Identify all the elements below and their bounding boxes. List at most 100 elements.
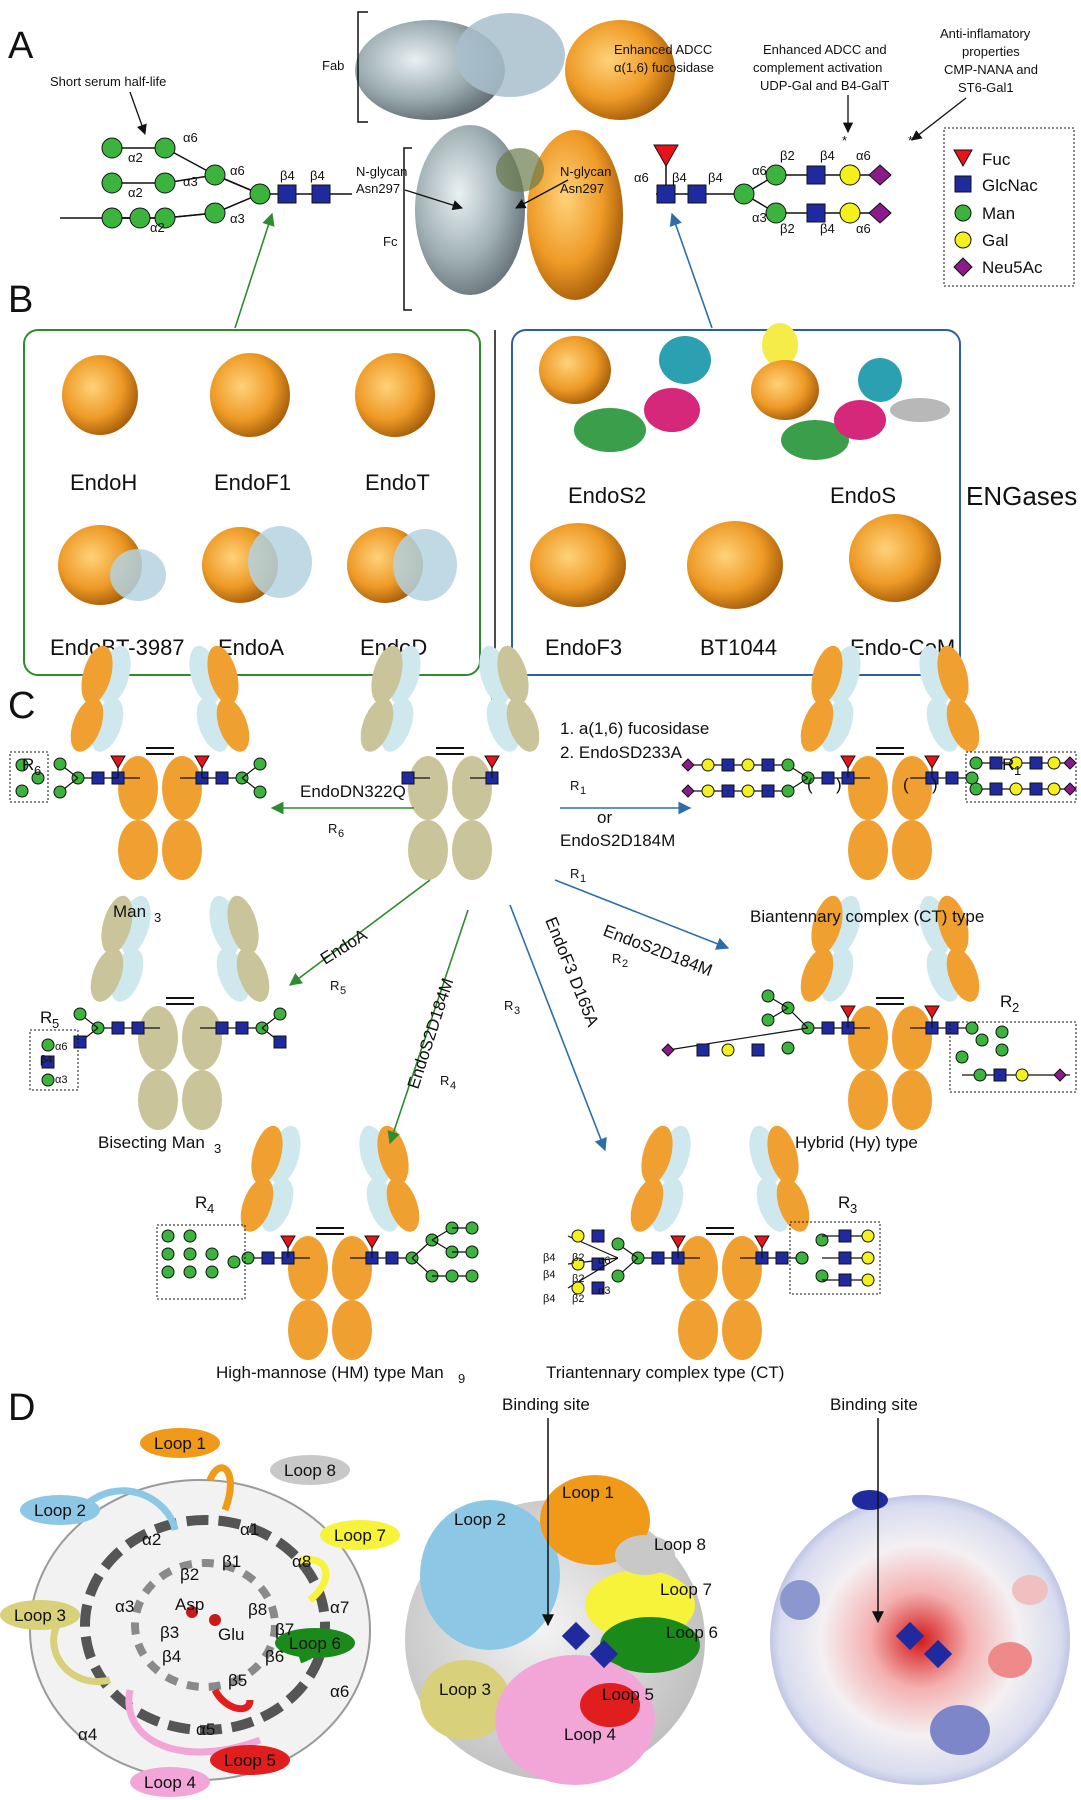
surface-loop-4: Loop 4	[564, 1725, 616, 1744]
enzyme-endof3: EndoF3	[545, 635, 622, 660]
step2-label: 2. EndoSD233A	[560, 743, 683, 762]
fucose-icon	[194, 755, 210, 769]
igg-structure	[355, 13, 675, 300]
right-b4-3: β4	[820, 148, 835, 163]
binding-site-2: Binding site	[830, 1395, 918, 1414]
panel-b: EndoH EndoF1 EndoT EndoBT-3987 EndoA End…	[23, 323, 1077, 707]
mannose-icon	[31, 771, 45, 785]
mannose-icon	[241, 1251, 255, 1265]
box-r3-sub: 3	[850, 1201, 857, 1216]
fucose-icon	[280, 1235, 296, 1249]
galactose-icon	[721, 1043, 735, 1057]
enzyme-endof1: EndoF1	[214, 470, 291, 495]
galactose-icon	[571, 1257, 585, 1271]
tri-b4-2: β4	[543, 1269, 555, 1281]
arrow-to-bisecting	[288, 879, 431, 986]
helix-a4: α4	[78, 1725, 97, 1744]
glcnac-icon	[751, 1043, 765, 1057]
fab-bracket	[357, 11, 368, 123]
paren-r-1: )	[836, 775, 842, 794]
anti-line2: properties	[962, 44, 1020, 59]
galactose-icon	[1047, 782, 1061, 796]
panel-c	[9, 645, 1077, 1360]
endoh-structure	[62, 355, 138, 435]
galactose-icon	[701, 758, 715, 772]
mannose-icon	[815, 1269, 829, 1283]
helix-a5: α5	[196, 1720, 215, 1739]
enzyme-endos2: EndoS2	[568, 483, 646, 508]
enzyme-endoh: EndoH	[70, 470, 137, 495]
helix-a1: α1	[240, 1520, 259, 1539]
mannose-icon	[965, 1021, 979, 1035]
panel-letter-a: A	[8, 25, 34, 67]
ribbon-structure	[29, 1464, 371, 1781]
mannose-icon	[781, 784, 795, 798]
step1-label: 1. a(1,6) fucosidase	[560, 719, 709, 738]
mannose-icon	[161, 1229, 175, 1243]
reagent-r6: R	[328, 821, 337, 836]
box-r5-sub: 5	[52, 1016, 59, 1031]
neu5ac-icon	[1063, 782, 1077, 796]
tri-b2-3: β2	[572, 1293, 584, 1305]
glcnac-icon	[73, 1035, 87, 1049]
short-half-life: Short serum half-life	[50, 74, 166, 89]
galactose-icon	[1009, 756, 1023, 770]
enzyme-bt1044: BT1044	[700, 635, 777, 660]
galactose-icon	[1015, 1068, 1029, 1082]
glcnac-icon	[1029, 756, 1043, 770]
anti-line3: CMP-NANA and	[944, 62, 1038, 77]
endod-structure	[347, 527, 457, 603]
endof3-structure	[530, 523, 626, 607]
helix-a7: α7	[330, 1598, 349, 1617]
left-a2-2: α2	[128, 185, 143, 200]
panel-letter-d: D	[8, 1387, 35, 1429]
glcnac-icon	[651, 1251, 665, 1265]
strand-b1: β1	[222, 1552, 241, 1571]
asp-label: Asp	[175, 1595, 204, 1614]
endos2d184m-top: EndoS2D184M	[560, 831, 675, 850]
glcnac-icon	[696, 1043, 710, 1057]
green-enzyme-box	[23, 329, 481, 676]
central-glycan-stubs	[401, 755, 500, 785]
glcnac-icon	[775, 1251, 789, 1265]
r5-box	[29, 1029, 79, 1091]
mannose-icon	[253, 785, 267, 799]
ribbon-loop-4-text: Loop 4	[144, 1773, 196, 1792]
fucose-icon	[670, 1235, 686, 1249]
enzyme-endos: EndoS	[830, 483, 896, 508]
glcnac-icon	[838, 1229, 852, 1243]
right-a6-fuc: α6	[634, 170, 649, 185]
r5-a6: α6	[55, 1041, 67, 1053]
glcnac-icon	[215, 1021, 229, 1035]
panel-letter-b: B	[8, 279, 33, 321]
tri-b2-1: β2	[572, 1252, 584, 1264]
mannose-icon	[975, 1033, 989, 1047]
glcnac-icon	[989, 782, 1003, 796]
arrow-to-triantennary	[509, 904, 607, 1152]
ribbon-loop-2: Loop 2	[20, 1495, 100, 1525]
paren-l-2: (	[903, 775, 909, 794]
box-r3: R	[838, 1193, 850, 1212]
left-glycan-nodes	[101, 137, 331, 229]
legend-neu5ac-icon	[953, 257, 973, 277]
box-r4-sub: 4	[207, 1201, 214, 1216]
surface-glcnac-p1-icon	[589, 1639, 619, 1669]
endobt3987-structure	[58, 525, 166, 605]
ribbon-loop-5: Loop 5	[210, 1745, 290, 1775]
ribbon-loop-8: Loop 8	[270, 1455, 350, 1485]
ribbon-loop-7-text: Loop 7	[334, 1526, 386, 1545]
galactose-icon	[571, 1229, 585, 1243]
legend-gal-icon	[954, 231, 972, 249]
legend-fuc-icon	[953, 149, 973, 168]
blue-enzyme-box	[511, 329, 961, 676]
reagent-r5-sub: 5	[340, 985, 346, 997]
glcnac-icon	[41, 1055, 55, 1069]
mannose-icon	[815, 1233, 829, 1247]
surface-loop-6: Loop 6	[666, 1623, 718, 1642]
box-r1-sub: 1	[1014, 763, 1021, 778]
right-a6-3: α6	[856, 148, 871, 163]
surface-loop-7: Loop 7	[660, 1580, 712, 1599]
mannose-icon	[41, 1073, 55, 1087]
